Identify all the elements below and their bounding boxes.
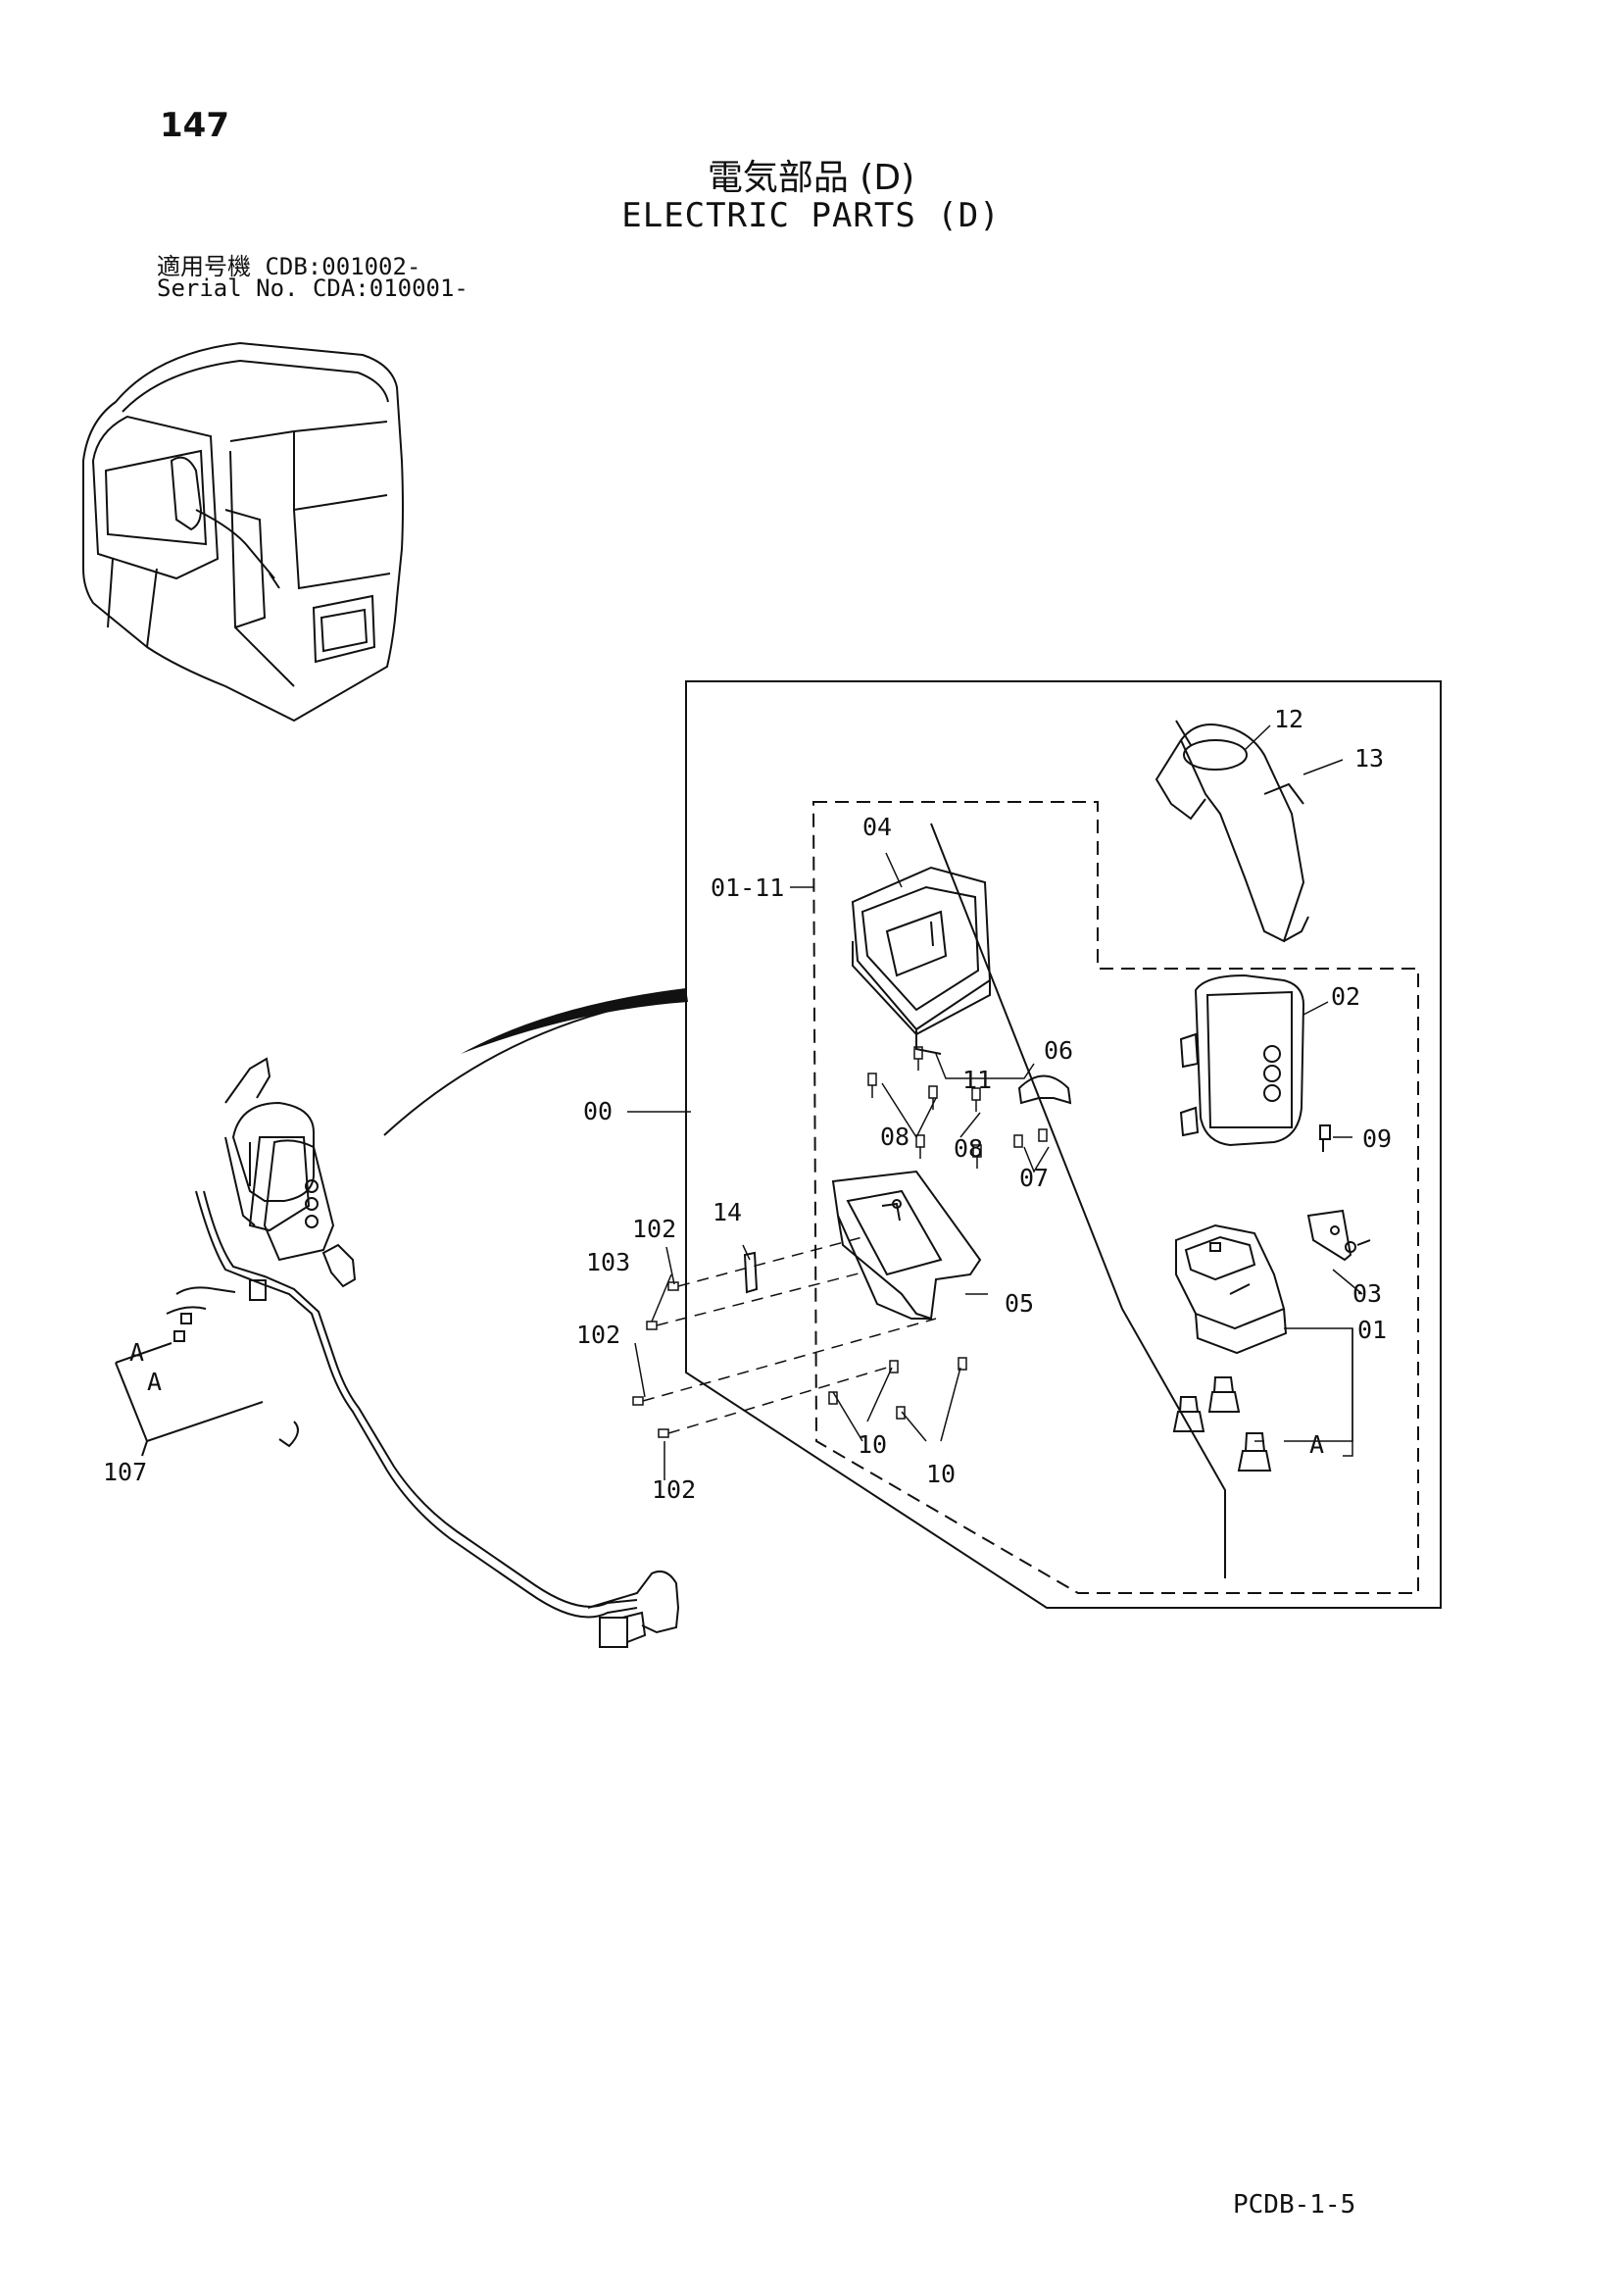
leader-lines: [627, 724, 1363, 1480]
callout-10-b: 10: [926, 1460, 956, 1488]
callout-107: 107: [103, 1458, 147, 1486]
alignment-lines: [642, 1236, 937, 1434]
callout-06: 06: [1044, 1036, 1073, 1065]
callout-01: 01: [1357, 1316, 1387, 1344]
callout-00: 00: [583, 1097, 613, 1125]
callout-102-a: 102: [632, 1215, 676, 1243]
callout-a-2: A: [147, 1368, 162, 1396]
subassembly-dashed-boundary: [811, 801, 1419, 1594]
assembly-frame: [685, 680, 1442, 1609]
callout-103: 103: [586, 1248, 630, 1276]
part-04-housing: [851, 866, 992, 1055]
callout-102-b: 102: [576, 1321, 620, 1349]
serial-applicable-line: 適用号機 CDB:001002-: [157, 253, 421, 280]
part-01-switch-box: [1175, 1223, 1288, 1355]
page-number: 147: [160, 106, 229, 145]
callout-09: 09: [1362, 1124, 1392, 1153]
callout-01-11: 01-11: [711, 873, 784, 902]
callout-12: 12: [1274, 705, 1303, 733]
cab-overview-drawing: [82, 341, 404, 723]
serial-number-line: Serial No. CDA:010001-: [157, 275, 468, 302]
callout-07: 07: [1019, 1164, 1049, 1192]
callout-14: 14: [713, 1198, 742, 1226]
switch-knobs: [1172, 1376, 1272, 1472]
callout-labels: 00 01 01-11 02 03 04 05 06 07 08 08 09 1…: [103, 705, 1392, 1504]
callout-05: 05: [1005, 1289, 1034, 1318]
callout-08-b: 08: [954, 1134, 983, 1163]
callout-13: 13: [1354, 744, 1384, 773]
part-14-clip: [743, 1251, 759, 1294]
callout-10-a: 10: [858, 1430, 887, 1459]
page-title-japanese: 電気部品 (D): [707, 158, 915, 198]
part-05-bracket: [831, 1170, 982, 1321]
wiring-harness-drawing: [115, 1057, 680, 1648]
part-06-clamp: [1017, 1074, 1072, 1105]
callout-a-1: A: [129, 1338, 144, 1367]
callout-11: 11: [962, 1066, 992, 1094]
part-12-duct: [1155, 720, 1309, 943]
page-title-english: ELECTRIC PARTS (D): [621, 196, 1001, 235]
footer-page-code: PCDB-1-5: [1233, 2190, 1356, 2220]
callout-03: 03: [1352, 1279, 1382, 1308]
part-02-panel: [1179, 973, 1305, 1147]
callout-a-3: A: [1309, 1430, 1324, 1459]
callout-08-a: 08: [880, 1123, 909, 1151]
callout-102-c: 102: [652, 1475, 696, 1504]
callout-04: 04: [862, 813, 892, 841]
callout-02: 02: [1331, 982, 1360, 1011]
part-03-bracket: [1306, 1124, 1371, 1262]
